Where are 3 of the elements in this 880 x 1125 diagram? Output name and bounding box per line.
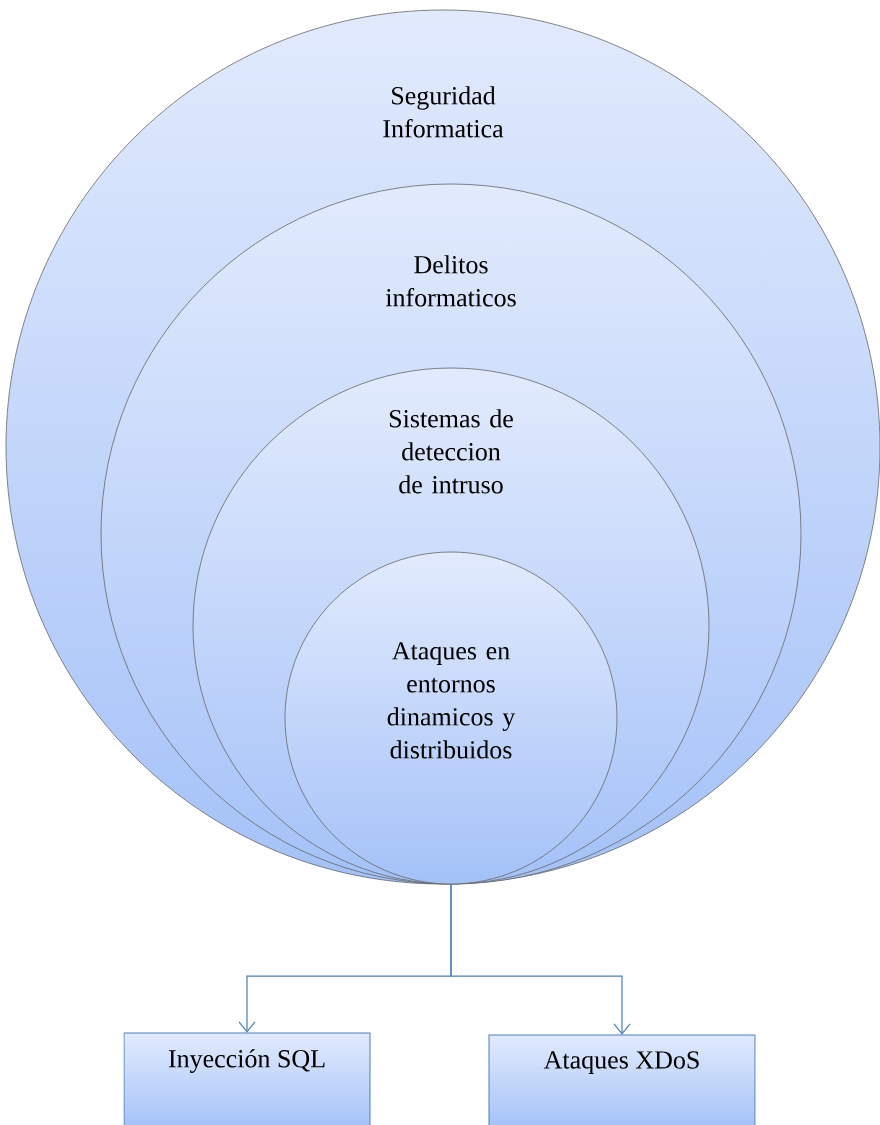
arrow [450,883,631,1035]
process-box: Inyección SQL [123,1032,371,1125]
process-box: Ataques XDoS [488,1034,756,1125]
